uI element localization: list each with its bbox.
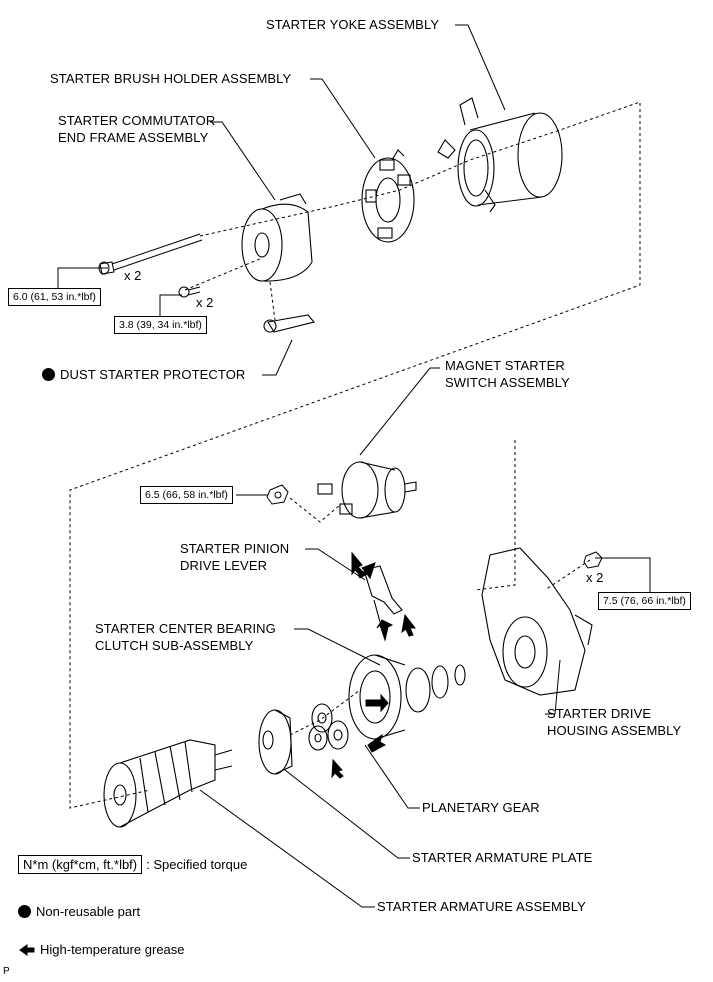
- label-starter-brush-holder: STARTER BRUSH HOLDER ASSEMBLY: [50, 71, 292, 86]
- torque-through-bolt: 6.0 (61, 53 in.*lbf): [8, 288, 101, 306]
- dust-protector-text: DUST STARTER PROTECTOR: [60, 367, 246, 382]
- label-starter-armature-plate: STARTER ARMATURE PLATE: [412, 850, 593, 865]
- label-magnet-line1: MAGNET STARTER: [445, 358, 565, 373]
- legend-non-reusable-text: Non-reusable part: [36, 904, 141, 919]
- starter-brush-holder-assembly: [361, 149, 415, 243]
- legend-torque-text: : Specified torque: [146, 857, 248, 872]
- legend-grease-arrow-icon: [19, 944, 35, 956]
- legend-non-reusable: Non-reusable part: [18, 904, 140, 919]
- switch-nut: [266, 484, 289, 505]
- torque-screw: 3.8 (39, 34 in.*lbf): [114, 316, 207, 334]
- torque-housing-nut: 7.5 (76, 66 in.*lbf): [598, 592, 691, 610]
- alignment-dashed-lines: [69, 101, 641, 809]
- label-starter-armature-assembly: STARTER ARMATURE ASSEMBLY: [377, 899, 586, 914]
- label-dust-starter-protector: DUST STARTER PROTECTOR: [42, 367, 245, 383]
- torque-switch-nut: 6.5 (66, 58 in.*lbf): [140, 486, 233, 504]
- legend-grease-text: High-temperature grease: [40, 942, 185, 957]
- legend-torque-box: N*m (kgf*cm, ft.*lbf): [18, 855, 143, 874]
- label-pinion-line1: STARTER PINION: [180, 541, 290, 556]
- starter-armature-assembly: [103, 739, 233, 828]
- starter-pinion-drive-lever: [363, 565, 403, 623]
- magnet-starter-switch: [317, 461, 417, 519]
- starter-center-bearing-clutch: [348, 654, 466, 740]
- housing-nut: [583, 551, 603, 569]
- screw: [178, 286, 201, 298]
- qty-screw: x 2: [196, 295, 214, 310]
- non-reusable-dot-icon: [42, 368, 55, 381]
- legend-specified-torque: N*m (kgf*cm, ft.*lbf): Specified torque: [18, 855, 247, 874]
- label-commutator-line2: END FRAME ASSEMBLY: [58, 130, 209, 145]
- label-planetary-gear: PLANETARY GEAR: [422, 800, 540, 815]
- label-starter-yoke-assembly: STARTER YOKE ASSEMBLY: [266, 17, 440, 32]
- legend-dot-icon: [18, 905, 31, 918]
- starter-yoke-assembly: [437, 97, 563, 213]
- starter-armature-plate: [258, 709, 293, 775]
- starter-commutator-end-frame: [241, 193, 313, 282]
- label-magnet-line2: SWITCH ASSEMBLY: [445, 375, 570, 390]
- starter-drive-housing-assembly: [481, 547, 593, 696]
- planetary-gears: [308, 703, 349, 751]
- label-clutch-line2: CLUTCH SUB-ASSEMBLY: [95, 638, 254, 653]
- through-bolt: [98, 233, 203, 275]
- corner-mark: P: [3, 966, 10, 977]
- label-housing-line1: STARTER DRIVE: [547, 706, 652, 721]
- label-clutch-line1: STARTER CENTER BEARING: [95, 621, 276, 636]
- label-housing-line2: HOUSING ASSEMBLY: [547, 723, 682, 738]
- qty-housing-nut: x 2: [586, 570, 604, 585]
- qty-through-bolt: x 2: [124, 268, 142, 283]
- label-pinion-line2: DRIVE LEVER: [180, 558, 268, 573]
- leader-lines: [57, 24, 651, 908]
- grease-arrows: [331, 551, 417, 779]
- label-commutator-line1: STARTER COMMUTATOR: [58, 113, 216, 128]
- dust-starter-protector: [263, 314, 315, 333]
